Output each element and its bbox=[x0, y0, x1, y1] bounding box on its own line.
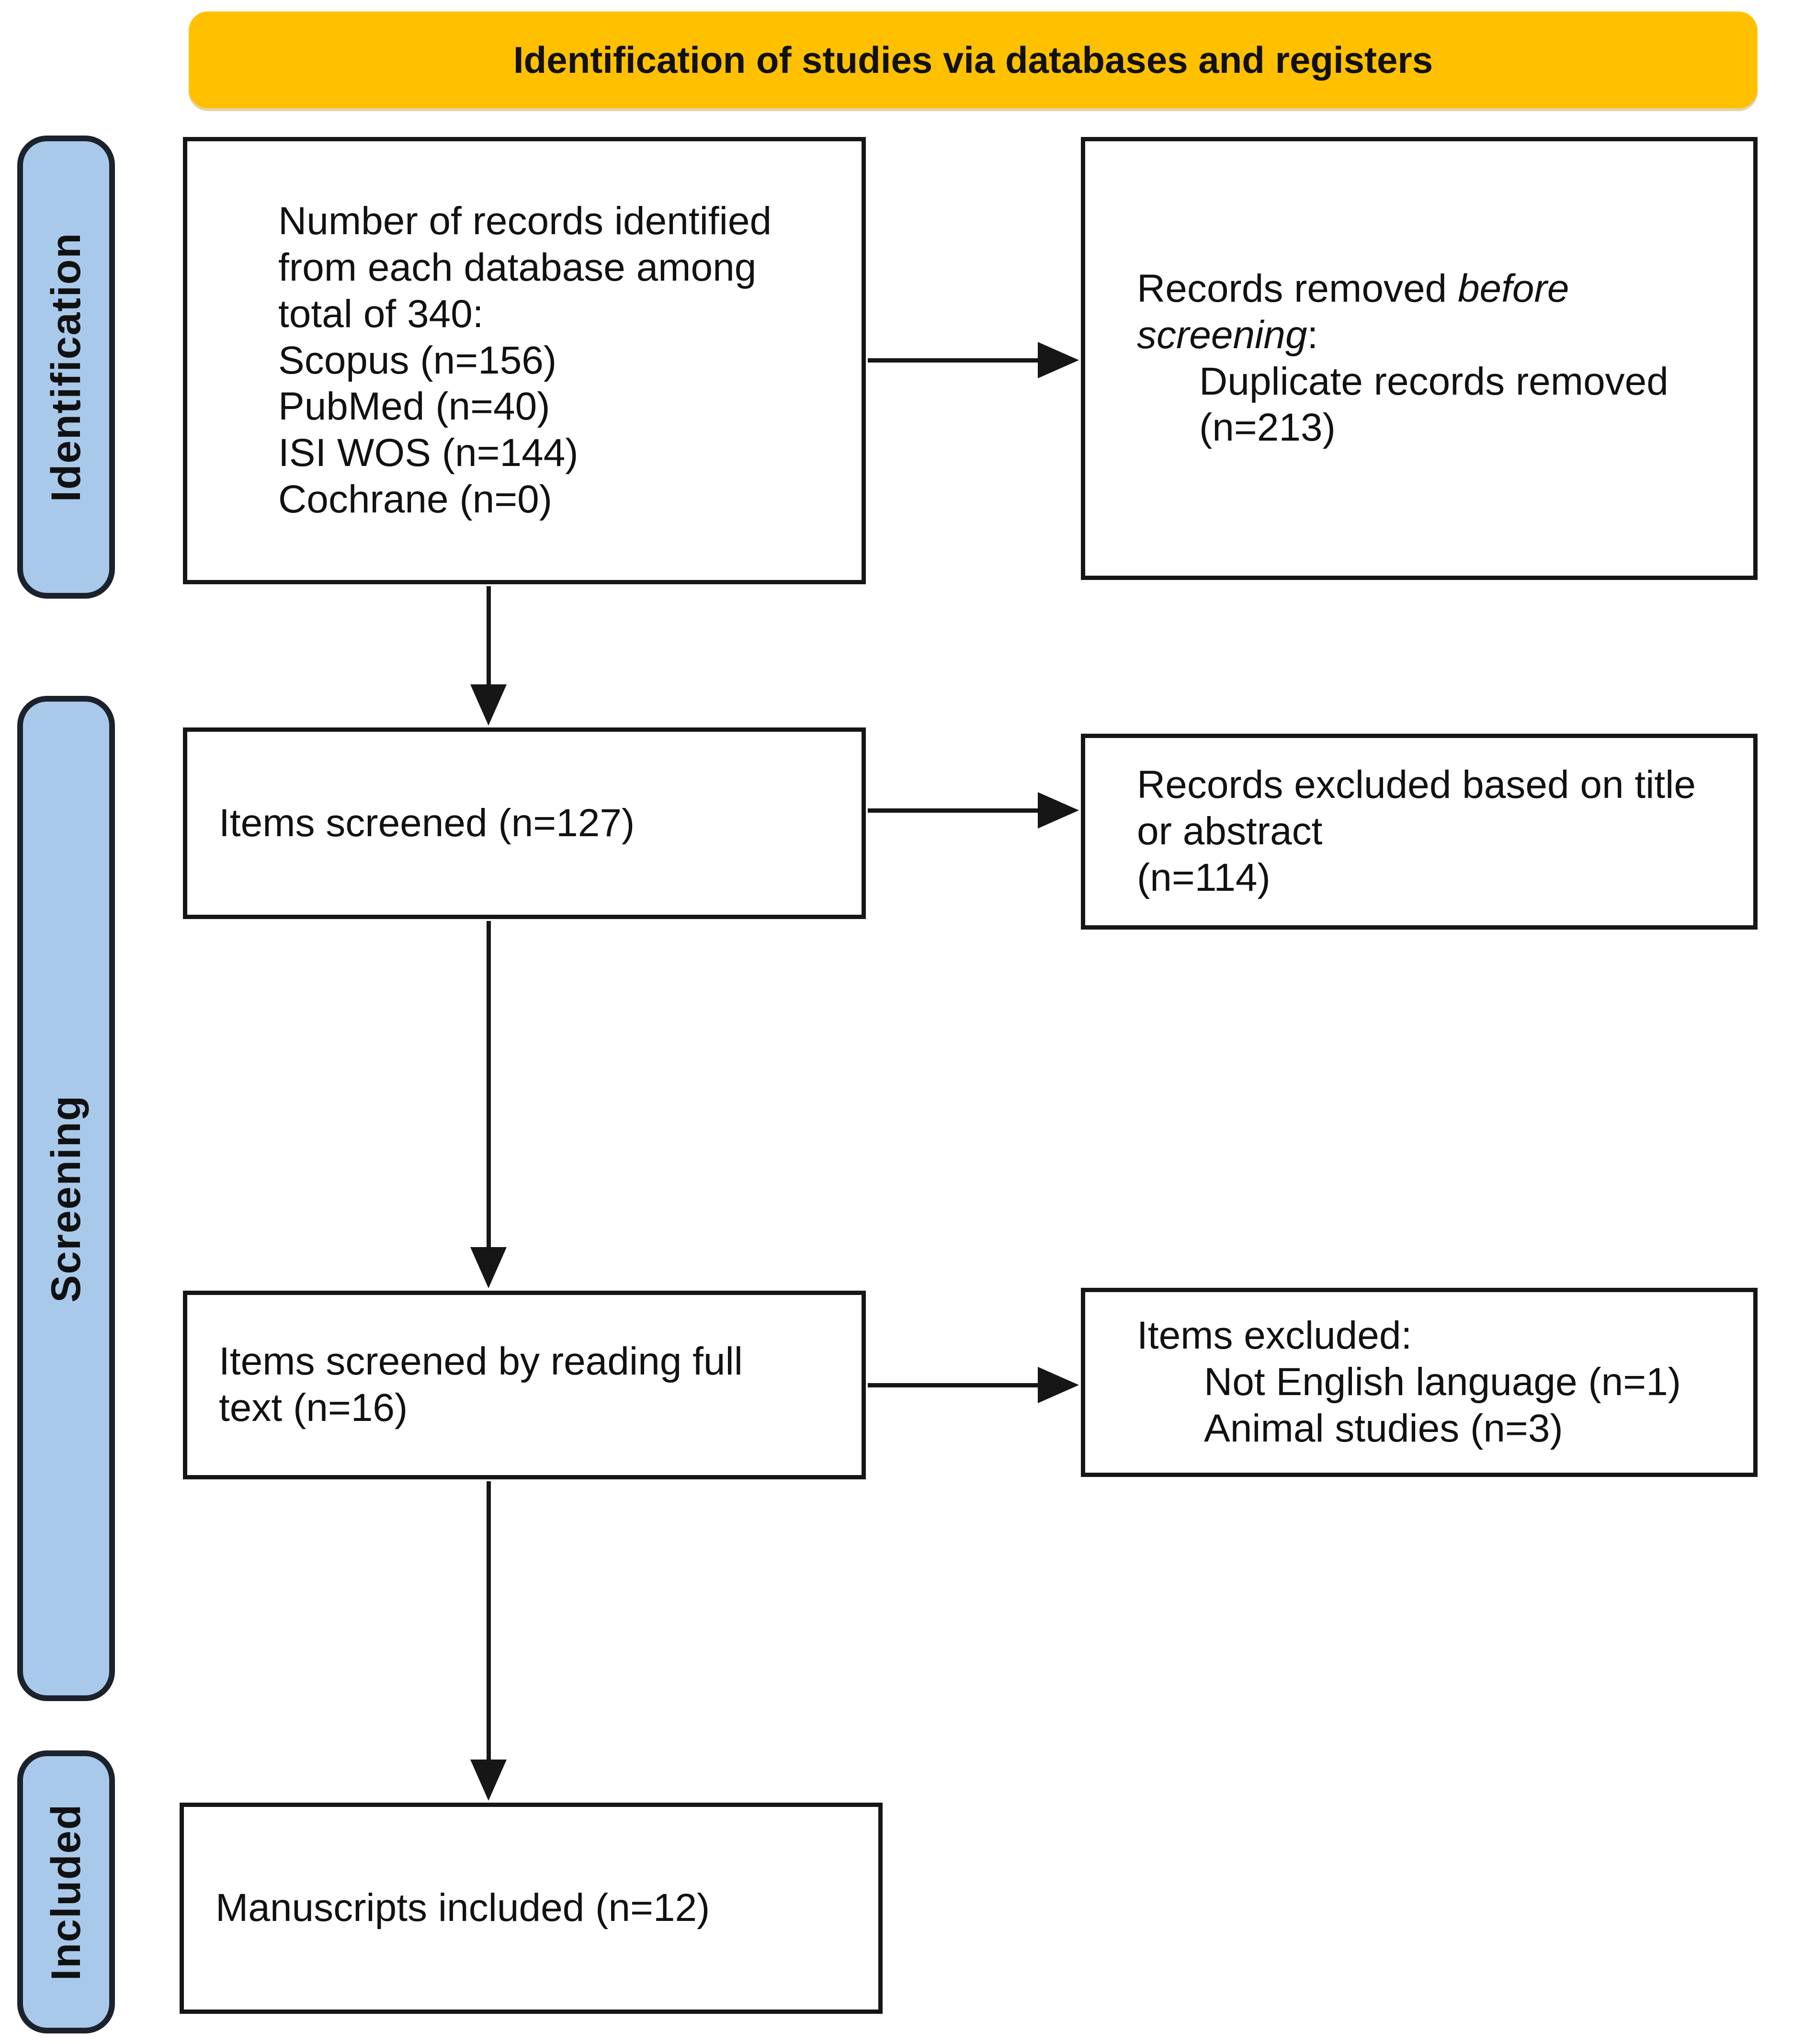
stage-label-screening: Screening bbox=[17, 696, 115, 1701]
arrow-head-right-icon bbox=[1038, 1367, 1079, 1403]
box-records-excluded-title-abstract-text: Records excluded based on title or abstr… bbox=[1137, 763, 1696, 899]
arrow-down-fulltext-to-included bbox=[470, 1481, 507, 1801]
box-records-identified: Number of records identified from each d… bbox=[183, 137, 866, 584]
box-records-excluded-title-abstract: Records excluded based on title or abstr… bbox=[1081, 734, 1758, 930]
records-removed-line-2: screening: bbox=[1137, 312, 1739, 359]
box-items-screened-fulltext-text: Items screened by reading full text (n=1… bbox=[219, 1340, 743, 1430]
arrow-shaft bbox=[486, 921, 491, 1247]
arrow-shaft bbox=[868, 808, 1038, 813]
arrow-shaft bbox=[486, 1481, 491, 1760]
banner-title: Identification of studies via databases … bbox=[513, 38, 1433, 81]
box-records-identified-text: Number of records identified from each d… bbox=[278, 199, 772, 521]
records-removed-line-2-italic: screening bbox=[1137, 313, 1307, 357]
box-manuscripts-included: Manuscripts included (n=12) bbox=[180, 1803, 883, 2014]
records-removed-line-2-regular: : bbox=[1307, 313, 1318, 357]
stage-label-included-text: Included bbox=[43, 1803, 89, 1981]
box-items-screened: Items screened (n=127) bbox=[183, 727, 866, 919]
stage-label-identification: Identification bbox=[17, 136, 115, 599]
banner: Identification of studies via databases … bbox=[189, 11, 1758, 108]
items-excluded-not-english-line: Not English language (n=1) bbox=[1204, 1360, 1681, 1404]
records-removed-line-1-italic: before bbox=[1457, 267, 1569, 310]
items-excluded-title: Items excluded: bbox=[1137, 1314, 1412, 1358]
stage-label-identification-text: Identification bbox=[43, 232, 89, 502]
arrow-head-down-icon bbox=[470, 1247, 507, 1288]
duplicate-records-count-line: (n=213) bbox=[1199, 406, 1336, 450]
arrow-down-identified-to-screened bbox=[470, 586, 507, 726]
duplicate-records-removed-line: Duplicate records removed bbox=[1199, 359, 1668, 403]
box-items-screened-text: Items screened (n=127) bbox=[219, 801, 635, 845]
arrow-head-right-icon bbox=[1038, 792, 1079, 829]
box-items-excluded: Items excluded: Not English language (n=… bbox=[1081, 1288, 1758, 1477]
arrow-shaft bbox=[868, 358, 1038, 363]
arrow-head-down-icon bbox=[470, 1760, 507, 1801]
arrow-down-screened-to-fulltext bbox=[470, 921, 507, 1288]
box-records-removed-before-screening: Records removed before screening: Duplic… bbox=[1081, 137, 1758, 580]
records-removed-line-1: Records removed before bbox=[1137, 266, 1739, 312]
records-removed-line-1-regular: Records removed bbox=[1137, 267, 1458, 310]
arrow-shaft bbox=[868, 1383, 1038, 1387]
stage-label-screening-text: Screening bbox=[43, 1094, 89, 1303]
items-excluded-animal-studies-line: Animal studies (n=3) bbox=[1204, 1406, 1563, 1450]
stage-label-included: Included bbox=[17, 1750, 115, 2033]
arrow-shaft bbox=[486, 586, 491, 684]
box-items-screened-fulltext: Items screened by reading full text (n=1… bbox=[183, 1291, 866, 1479]
arrow-right-identified-to-removed bbox=[868, 342, 1079, 378]
arrow-right-fulltext-to-excluded bbox=[868, 1367, 1079, 1403]
arrow-head-down-icon bbox=[470, 684, 507, 726]
arrow-right-screened-to-excluded bbox=[868, 792, 1079, 829]
arrow-head-right-icon bbox=[1038, 342, 1079, 378]
box-manuscripts-included-text: Manuscripts included (n=12) bbox=[216, 1886, 710, 1930]
